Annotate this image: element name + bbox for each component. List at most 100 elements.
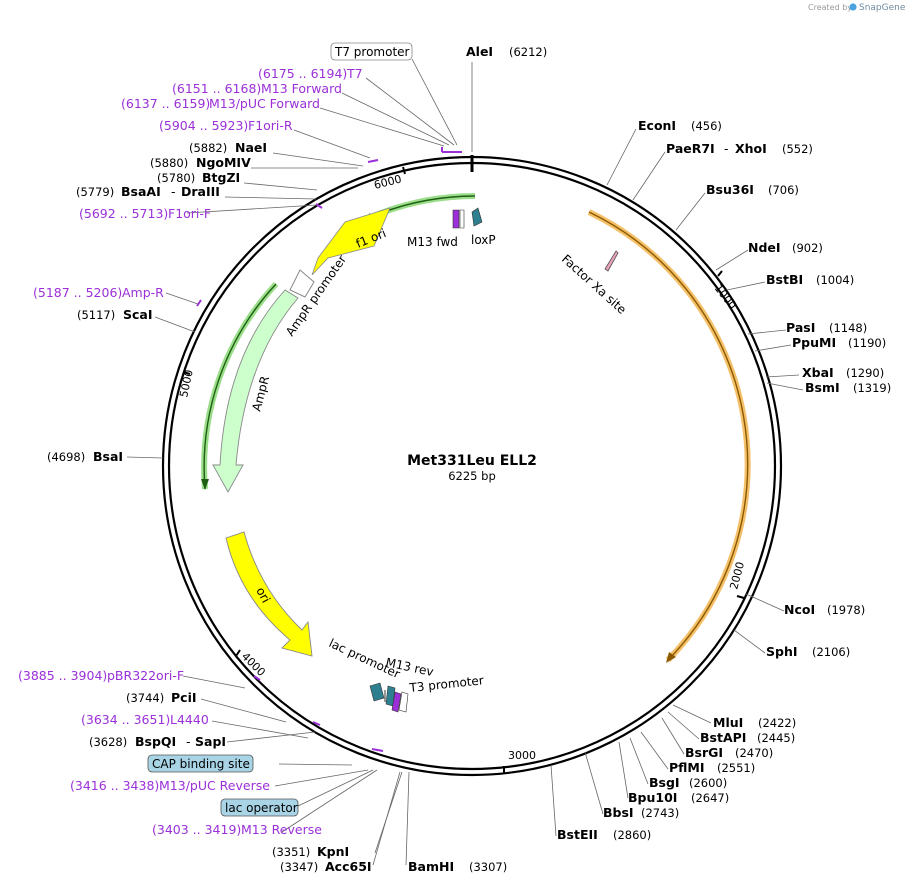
site-name: BtgZI: [202, 170, 240, 185]
site-bspqi-sapi[interactable]: (3628) BspQI - SapI: [89, 734, 226, 749]
loxp-mark[interactable]: [471, 207, 483, 227]
primer-m13-puc-forward[interactable]: (6137 .. 6159) M13/pUC Forward: [121, 96, 320, 111]
site-bamhi[interactable]: BamHI (3307): [408, 859, 507, 874]
site-bstapi[interactable]: BstAPI (2445): [700, 730, 795, 745]
lac-operator-box[interactable]: [220, 798, 299, 817]
primer-name: M13 Reverse: [241, 822, 322, 837]
credit-brand: SnapGene: [859, 3, 906, 13]
site-position: (1978): [827, 603, 865, 617]
site-bbsi[interactable]: BbsI (2743): [603, 805, 679, 820]
site-pcii[interactable]: (3744) PciI: [126, 690, 197, 705]
site-name: PaeR7I: [666, 141, 715, 156]
site-xbai[interactable]: XbaI (1290): [802, 365, 884, 380]
site-bsrgi[interactable]: BsrGI (2470): [685, 745, 773, 760]
site-position: (2600): [689, 776, 727, 790]
ampr-arrow[interactable]: [212, 289, 299, 493]
site-paer7i-xhoi[interactable]: PaeR7I - XhoI (552): [666, 141, 813, 156]
plasmid-name: Met331Leu ELL2: [407, 453, 537, 469]
lac-promoter-mark[interactable]: [369, 682, 385, 702]
site-bpu10i[interactable]: Bpu10I (2647): [628, 790, 729, 805]
m13-rev-mark[interactable]: [391, 691, 402, 713]
site-pasi[interactable]: PasI (1148): [786, 320, 867, 335]
site-name: Acc65I: [325, 859, 372, 874]
site-separator: -: [171, 184, 176, 199]
primer-m13-forward[interactable]: (6151 .. 6168) M13 Forward: [172, 81, 342, 96]
cap-binding-site-box[interactable]: [147, 754, 254, 773]
m13-fwd-mark[interactable]: [452, 209, 460, 229]
primer-f1ori-f[interactable]: (5692 .. 5713) F1ori-F: [79, 206, 211, 221]
site-mlui[interactable]: MluI (2422): [713, 715, 796, 730]
primer-name: M13/pUC Forward: [209, 96, 320, 111]
tick-label-6000: 6000: [373, 173, 403, 192]
site-ppumi[interactable]: PpuMI (1190): [792, 335, 886, 350]
site-position: (456): [691, 119, 722, 133]
site-name: MluI: [713, 715, 743, 730]
site-ndei[interactable]: NdeI (902): [748, 240, 823, 255]
site-position: (5779): [76, 185, 114, 199]
primer-range: (6175 .. 6194): [258, 66, 347, 81]
site-bsteii[interactable]: BstEII (2860): [557, 827, 651, 842]
site-position: (5882): [189, 141, 227, 155]
t3-promoter-mark[interactable]: [398, 691, 409, 713]
site-acc65i[interactable]: (3347) Acc65I: [280, 859, 372, 874]
site-name: EconI: [638, 118, 676, 133]
f1-ori-arrow[interactable]: [311, 207, 391, 276]
site-name-2: DraIII: [181, 184, 220, 199]
lac-operator-label: lac operator: [225, 801, 298, 815]
site-naei[interactable]: (5882) NaeI: [189, 140, 267, 155]
primer-labels: (6175 .. 6194) T7 (6151 .. 6168) M13 For…: [18, 66, 363, 837]
ori-arrow[interactable]: [225, 531, 313, 657]
site-name: ScaI: [123, 307, 153, 322]
primer-pbr322ori-f[interactable]: (3885 .. 3904) pBR322ori-F: [18, 668, 184, 683]
primer-name: M13/pUC Reverse: [159, 778, 270, 793]
ampr-promoter-arrow[interactable]: [289, 269, 315, 298]
t3-promoter-label: T3 promoter: [408, 673, 485, 695]
site-name: PciI: [171, 690, 197, 705]
site-position: (2647): [691, 791, 729, 805]
site-name: Bpu10I: [628, 790, 677, 805]
primer-l4440[interactable]: (3634 .. 3651) L4440: [81, 712, 209, 727]
primer-range: (3416 .. 3438): [70, 778, 159, 793]
primer-marks: [196, 147, 462, 752]
tick-label-5000: 5000: [177, 369, 196, 399]
backbone: [161, 155, 783, 777]
site-ncoi[interactable]: NcoI (1978): [784, 602, 865, 617]
t7-promoter-box[interactable]: [330, 42, 413, 61]
site-position: (2470): [735, 746, 773, 760]
primer-name: F1ori-R: [248, 118, 293, 133]
m13-fwd-label: M13 fwd: [407, 235, 458, 249]
site-scai[interactable]: (5117) ScaI: [77, 307, 153, 322]
primer-t7[interactable]: (6175 .. 6194) T7: [258, 66, 363, 81]
site-ngomiv[interactable]: (5880) NgoMIV: [150, 155, 251, 170]
site-position: (3628): [89, 735, 127, 749]
site-position: (2743): [641, 806, 679, 820]
ori-label: ori: [253, 585, 273, 605]
site-btgzi[interactable]: (5780) BtgZI: [157, 170, 240, 185]
site-econi[interactable]: EconI (456): [638, 118, 722, 133]
site-position: (4698): [47, 450, 85, 464]
primer-name: pBR322ori-F: [107, 668, 184, 683]
site-position: (3347): [280, 860, 318, 874]
site-bsai[interactable]: (4698) BsaI: [47, 449, 123, 464]
primer-m13-puc-reverse[interactable]: (3416 .. 3438) M13/pUC Reverse: [70, 778, 270, 793]
site-kpni[interactable]: (3351) KpnI: [272, 844, 349, 859]
site-bsgi[interactable]: BsgI (2600): [649, 775, 727, 790]
site-pflmi[interactable]: PflMI (2551): [669, 760, 755, 775]
site-position: (2860): [613, 828, 651, 842]
site-bsu36i[interactable]: Bsu36I (706): [706, 182, 799, 197]
primer-range: (6151 .. 6168): [172, 81, 261, 96]
boxed-features: T7 promoter CAP binding site lac operato…: [147, 42, 413, 817]
site-bsaai-draiii[interactable]: (5779) BsaAI - DraIII: [76, 184, 220, 199]
site-sphi[interactable]: SphI (2106): [766, 644, 850, 659]
primer-amp-r[interactable]: (5187 .. 5206) Amp-R: [33, 285, 164, 300]
factor-xa-site-mark[interactable]: [604, 250, 619, 272]
factor-xa-label: Factor Xa site: [559, 252, 629, 317]
site-position: (5117): [77, 308, 115, 322]
primer-f1ori-r[interactable]: (5904 .. 5923) F1ori-R: [159, 118, 293, 133]
site-position: (2106): [812, 645, 850, 659]
site-bstbi[interactable]: BstBI (1004): [766, 272, 854, 287]
site-alei[interactable]: AleI (6212): [466, 44, 547, 59]
site-bsmi[interactable]: BsmI (1319): [805, 380, 891, 395]
primer-m13-reverse[interactable]: (3403 .. 3419) M13 Reverse: [152, 822, 322, 837]
